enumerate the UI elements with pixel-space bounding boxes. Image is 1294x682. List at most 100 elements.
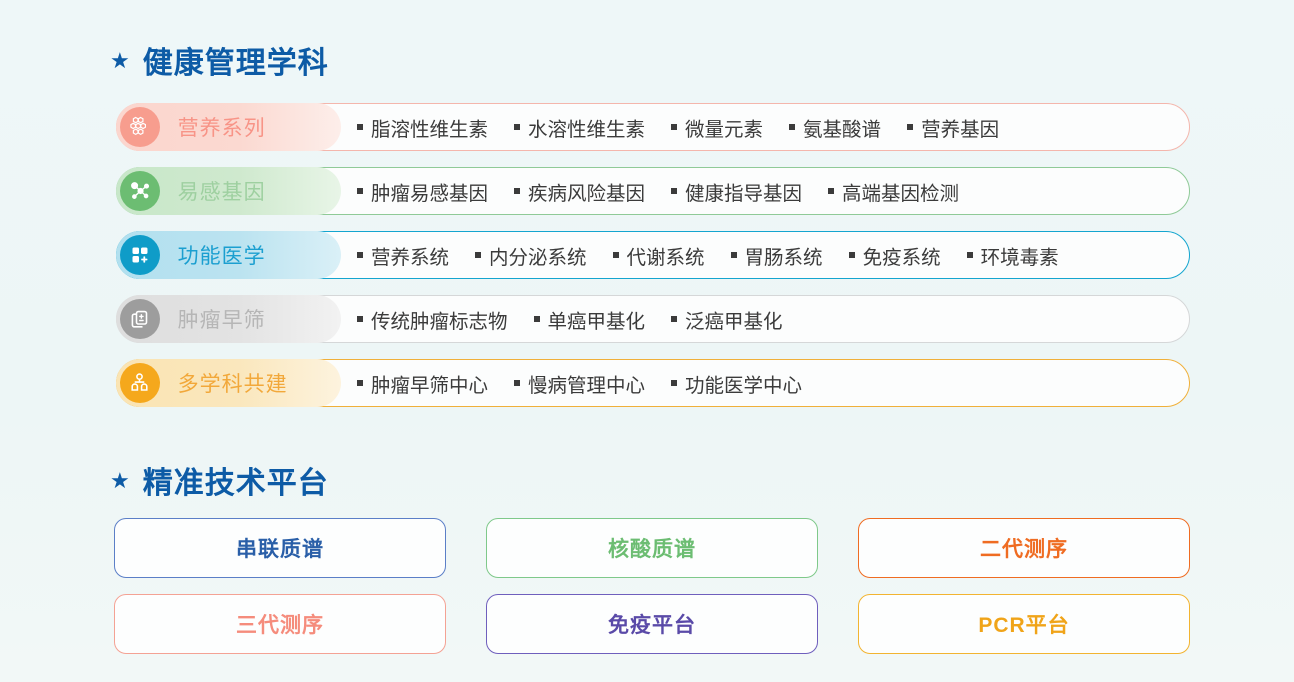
platform-card-tandem-ms[interactable]: 串联质谱 <box>114 518 446 578</box>
bullet-square-icon <box>514 188 521 194</box>
discipline-row-multidisciplinary[interactable]: 多学科共建 肿瘤早筛中心 慢病管理中心 功能医学中心 <box>115 358 1190 407</box>
honeycomb-icon <box>119 106 160 147</box>
list-item-label: 代谢系统 <box>626 246 705 269</box>
list-item[interactable]: 脂溶性维生素 <box>357 113 488 142</box>
list-item-label: 慢病管理中心 <box>528 374 646 397</box>
list-item[interactable]: 健康指导基因 <box>671 177 802 206</box>
platform-card-nucleic-acid-ms[interactable]: 核酸质谱 <box>486 518 818 578</box>
discipline-rows: 营养系列 脂溶性维生素 水溶性维生素 微量元素 氨基酸谱 营养基因 <box>115 102 1190 423</box>
section-title-health-text: 健康管理学科 <box>142 47 329 80</box>
bullet-square-icon <box>514 380 521 386</box>
discipline-row-susceptibility-gene[interactable]: 易感基因 肿瘤易感基因 疾病风险基因 健康指导基因 高端基因检测 <box>115 166 1190 215</box>
list-item-label: 氨基酸谱 <box>803 118 882 141</box>
category-pill: 多学科共建 <box>115 358 341 407</box>
list-item-label: 健康指导基因 <box>685 182 803 205</box>
discipline-row-functional-medicine[interactable]: 功能医学 营养系统 内分泌系统 代谢系统 胃肠系统 免疫系统 环境毒素 <box>115 230 1190 279</box>
bullet-square-icon <box>730 252 737 258</box>
section-title-platform: ★ 精准技术平台 <box>110 458 329 502</box>
list-item-label: 泛癌甲基化 <box>685 310 783 333</box>
bullet-square-icon <box>357 124 363 130</box>
list-item-label: 肿瘤易感基因 <box>371 182 489 205</box>
category-pill: 营养系列 <box>115 102 341 151</box>
list-item[interactable]: 单癌甲基化 <box>533 305 646 334</box>
list-item[interactable]: 氨基酸谱 <box>789 113 881 142</box>
category-label: 功能医学 <box>177 244 266 268</box>
list-item-label: 免疫系统 <box>862 246 941 269</box>
list-item[interactable]: 慢病管理中心 <box>514 369 645 398</box>
list-item[interactable]: 内分泌系统 <box>475 241 587 270</box>
category-label: 易感基因 <box>177 180 266 204</box>
bullet-square-icon <box>671 124 678 130</box>
item-list: 脂溶性维生素 水溶性维生素 微量元素 氨基酸谱 营养基因 <box>357 113 999 142</box>
category-pill: 易感基因 <box>115 166 341 215</box>
category-label: 多学科共建 <box>177 372 288 396</box>
bullet-square-icon <box>357 252 363 258</box>
platform-card-immunoassay[interactable]: 免疫平台 <box>486 594 818 654</box>
list-item[interactable]: 营养基因 <box>907 113 999 142</box>
list-item[interactable]: 传统肿瘤标志物 <box>357 305 508 334</box>
bullet-square-icon <box>357 380 363 386</box>
list-item-label: 水溶性维生素 <box>528 118 646 141</box>
platform-card-pcr[interactable]: PCR平台 <box>858 594 1190 654</box>
bullet-square-icon <box>907 124 914 130</box>
bullet-square-icon <box>671 380 678 386</box>
bullet-square-icon <box>357 316 363 322</box>
category-label: 营养系列 <box>177 116 266 140</box>
item-list: 肿瘤易感基因 疾病风险基因 健康指导基因 高端基因检测 <box>357 177 959 206</box>
list-item[interactable]: 代谢系统 <box>612 241 705 270</box>
item-list: 肿瘤早筛中心 慢病管理中心 功能医学中心 <box>357 369 802 398</box>
list-item[interactable]: 肿瘤早筛中心 <box>357 369 488 398</box>
list-item-label: 肿瘤早筛中心 <box>371 374 489 397</box>
list-item-label: 微量元素 <box>685 118 764 141</box>
list-item[interactable]: 胃肠系统 <box>730 241 823 270</box>
platform-card-third-gen-sequencing[interactable]: 三代测序 <box>114 594 446 654</box>
list-item[interactable]: 泛癌甲基化 <box>671 305 783 334</box>
list-item[interactable]: 免疫系统 <box>848 241 941 270</box>
list-item-label: 胃肠系统 <box>744 246 823 269</box>
list-item[interactable]: 微量元素 <box>671 113 763 142</box>
list-item[interactable]: 疾病风险基因 <box>514 177 645 206</box>
bullet-square-icon <box>671 188 678 194</box>
bullet-square-icon <box>612 252 619 258</box>
platform-card-label: 免疫平台 <box>608 614 696 637</box>
grid-plus-icon <box>119 234 160 275</box>
list-item-label: 营养基因 <box>921 118 1000 141</box>
bullet-square-icon <box>848 252 855 258</box>
bullet-square-icon <box>828 188 835 194</box>
platform-card-label: 三代测序 <box>236 614 324 637</box>
list-item-label: 功能医学中心 <box>685 374 803 397</box>
bullet-square-icon <box>789 124 796 130</box>
category-label: 肿瘤早筛 <box>177 308 266 332</box>
section-title-platform-text: 精准技术平台 <box>142 467 329 500</box>
platform-card-grid: 串联质谱 核酸质谱 二代测序 三代测序 免疫平台 PCR平台 <box>114 518 1190 654</box>
list-item-label: 传统肿瘤标志物 <box>371 310 508 333</box>
list-item[interactable]: 高端基因检测 <box>828 177 959 206</box>
bullet-square-icon <box>966 252 973 258</box>
list-item[interactable]: 肿瘤易感基因 <box>357 177 488 206</box>
bullet-square-icon <box>357 188 363 194</box>
list-item-label: 脂溶性维生素 <box>371 118 489 141</box>
report-document-icon <box>119 298 160 339</box>
category-pill: 功能医学 <box>115 230 341 279</box>
bullet-square-icon <box>533 316 540 322</box>
list-item-label: 高端基因检测 <box>842 182 960 205</box>
list-item-label: 疾病风险基因 <box>528 182 646 205</box>
platform-card-label: PCR平台 <box>978 614 1070 637</box>
platform-card-label: 二代测序 <box>980 538 1068 561</box>
list-item[interactable]: 环境毒素 <box>966 241 1059 270</box>
list-item[interactable]: 功能医学中心 <box>671 369 802 398</box>
platform-card-ngs[interactable]: 二代测序 <box>858 518 1190 578</box>
list-item-label: 内分泌系统 <box>489 246 587 269</box>
star-icon: ★ <box>110 468 131 493</box>
category-pill: 肿瘤早筛 <box>115 294 341 343</box>
list-item[interactable]: 营养系统 <box>357 241 449 270</box>
bullet-square-icon <box>671 316 678 322</box>
star-icon: ★ <box>110 48 131 73</box>
discipline-row-nutrition[interactable]: 营养系列 脂溶性维生素 水溶性维生素 微量元素 氨基酸谱 营养基因 <box>115 102 1190 151</box>
platform-card-label: 串联质谱 <box>236 538 324 561</box>
list-item-label: 单癌甲基化 <box>547 310 646 333</box>
list-item[interactable]: 水溶性维生素 <box>514 113 645 142</box>
bullet-square-icon <box>475 252 482 258</box>
discipline-row-cancer-screening[interactable]: 肿瘤早筛 传统肿瘤标志物 单癌甲基化 泛癌甲基化 <box>115 294 1190 343</box>
